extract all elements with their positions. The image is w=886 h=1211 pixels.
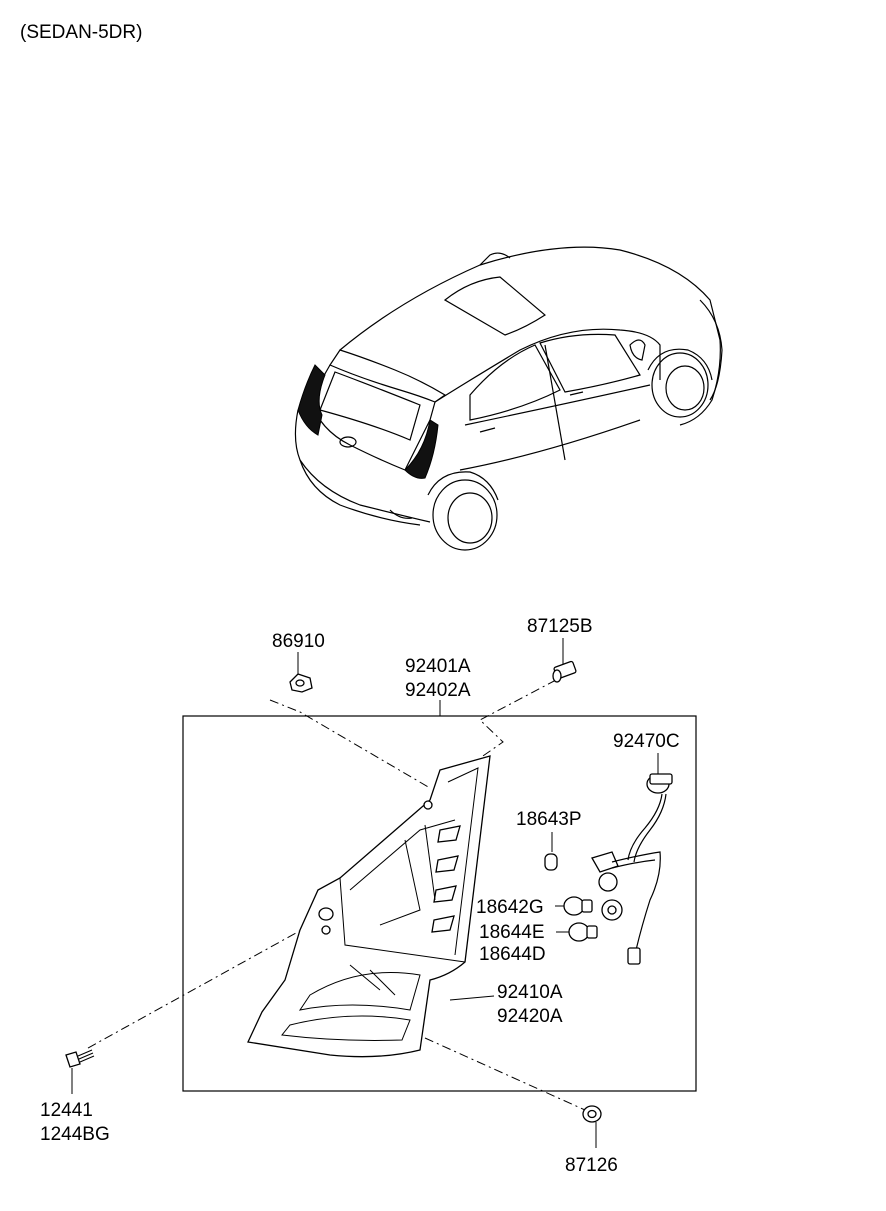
bulb-18644E-icon	[568, 922, 598, 942]
wiring-harness-icon	[591, 773, 673, 965]
variant-label: (SEDAN-5DR)	[20, 22, 142, 43]
screw-12441-icon	[65, 1049, 95, 1068]
bulb-18642G-icon	[563, 896, 593, 916]
label-12441: 12441	[40, 1100, 93, 1121]
bulb-18643P-icon	[544, 853, 558, 871]
leader-lines	[71, 638, 659, 1148]
label-18644D: 18644D	[479, 944, 546, 965]
label-87126: 87126	[565, 1155, 618, 1176]
label-92401A: 92401A	[405, 656, 471, 677]
tail-lamp-icon	[247, 755, 491, 1058]
screw-87125B-icon	[552, 660, 577, 683]
label-18644E: 18644E	[479, 922, 545, 943]
label-87125B: 87125B	[527, 616, 593, 637]
label-18642G: 18642G	[476, 897, 544, 918]
nut-87126-icon	[582, 1105, 602, 1123]
label-92470C: 92470C	[613, 731, 680, 752]
clip-86910-icon	[289, 673, 313, 693]
label-1244BG: 1244BG	[40, 1124, 110, 1145]
car-illustration-icon	[294, 246, 723, 551]
label-92402A: 92402A	[405, 680, 471, 701]
label-86910: 86910	[272, 631, 325, 652]
label-92410A: 92410A	[497, 982, 563, 1003]
label-92420A: 92420A	[497, 1006, 563, 1027]
label-18643P: 18643P	[516, 809, 582, 830]
